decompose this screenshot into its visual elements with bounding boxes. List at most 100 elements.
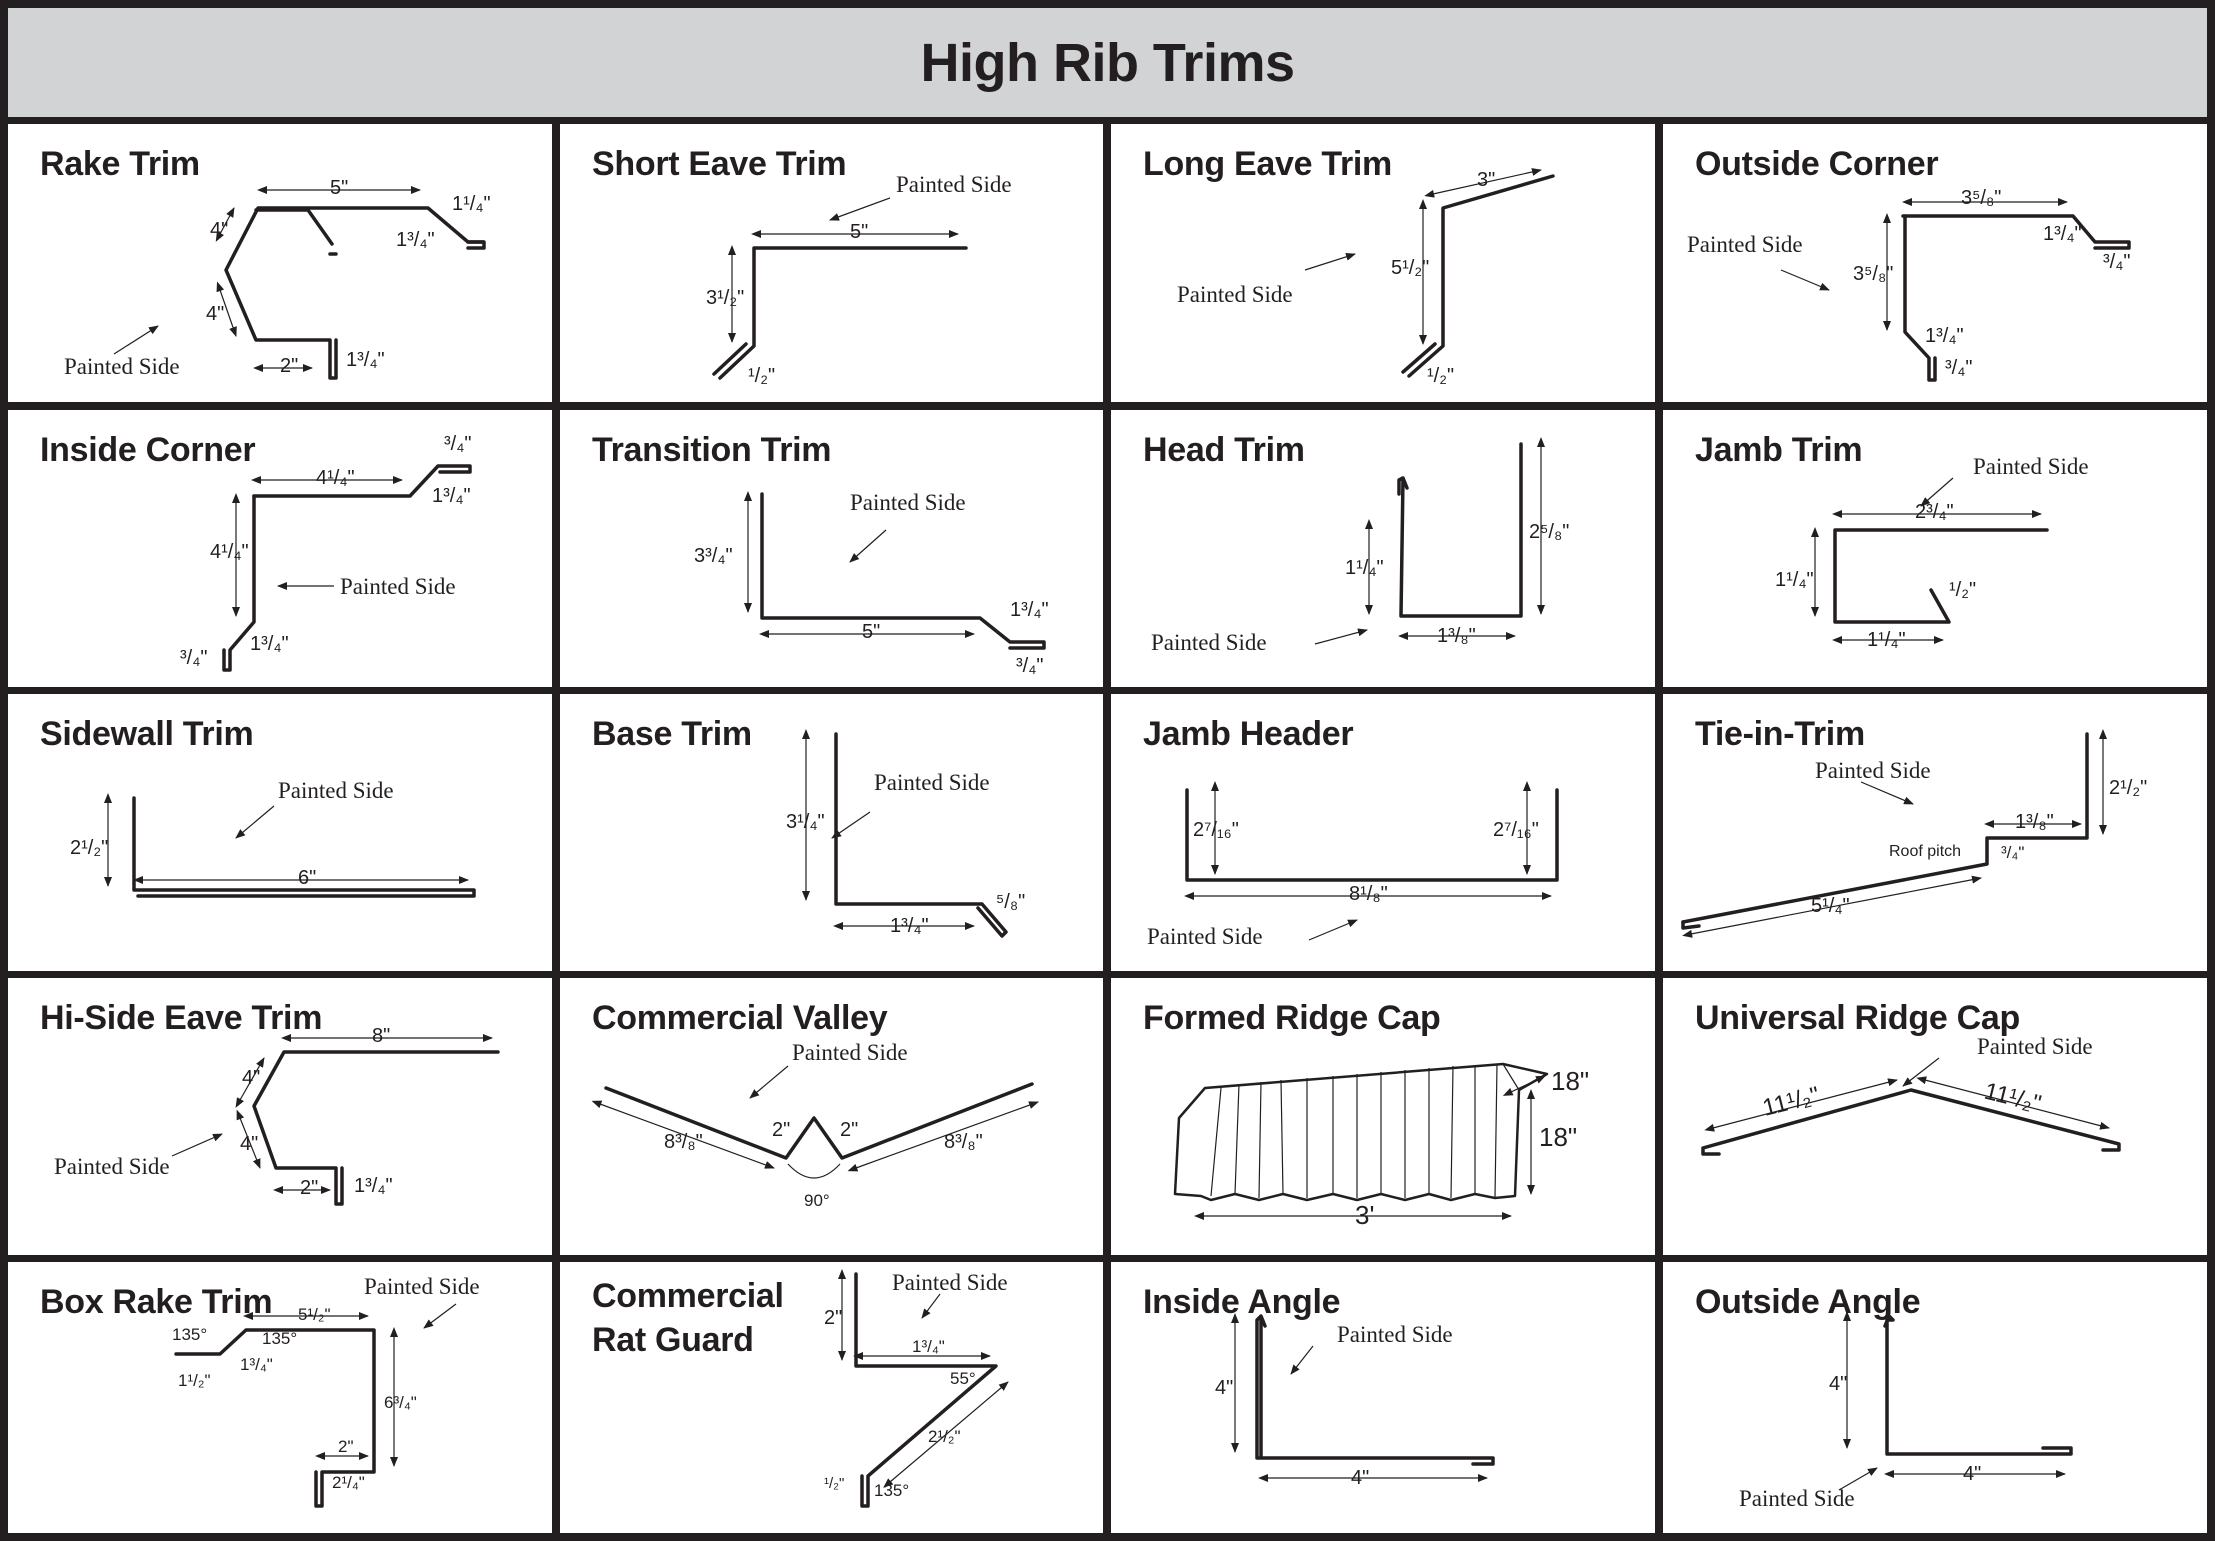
trim-cell-universal-ridge-cap: Universal Ridge Cap 11¹/₂" 11¹/₂" Painte… [1663, 978, 2207, 1255]
dim-label: 3' [1355, 1200, 1374, 1230]
dim-label: 8" [372, 1025, 390, 1047]
painted-side-label: Painted Side [340, 574, 456, 599]
long-eave-trim-diagram: 3" 5¹/₂" ¹/₂" Painted Side [1177, 168, 1555, 387]
dim-label: 1³/₄" [354, 1175, 393, 1197]
header-banner: High Rib Trims [8, 8, 2207, 117]
dim-label: 5" [862, 621, 880, 643]
formed-ridge-cap-diagram: 18" 18" 3' [1173, 1062, 1589, 1230]
dim-label: 4¹/₄" [316, 467, 355, 489]
painted-side-label: Painted Side [1973, 454, 2089, 479]
trim-title: Outside Corner [1695, 145, 1939, 183]
roof-pitch-label: Roof pitch [1889, 843, 1961, 860]
dim-label: 135° [874, 1481, 909, 1500]
dim-label: 4¹/₄" [210, 541, 249, 563]
dim-label: ³/₄" [1016, 655, 1043, 677]
dim-label: 8¹/₈" [1349, 883, 1388, 905]
dim-label: 3¹/₄" [786, 811, 825, 833]
trim-title: Box Rake Trim [40, 1283, 273, 1321]
dim-label: 18" [1551, 1066, 1589, 1096]
dim-label: 1³/₄" [432, 485, 471, 507]
trim-title: Sidewall Trim [40, 715, 254, 753]
universal-ridge-cap-diagram: 11¹/₂" 11¹/₂" Painted Side [1701, 1034, 2121, 1156]
dim-label: 8³/₈" [664, 1131, 703, 1153]
trim-cell-sidewall-trim: Sidewall Trim 2¹/₂" 6" Painted Side [8, 694, 552, 971]
dim-label: 2⁵/₈" [1529, 521, 1569, 543]
dim-label: 3¹/₂" [706, 287, 744, 309]
transition-trim-diagram: 3³/₄" 5" 1³/₄" ³/₄" Painted Side [694, 490, 1049, 677]
outside-angle-diagram: 4" 4" Painted Side [1739, 1311, 2073, 1511]
dim-label: 1¹/₄" [1775, 569, 1814, 591]
commercial-valley-diagram: 8³/₈" 2" 2" 8³/₈" 90° Painted Side [591, 1040, 1039, 1210]
trim-cell-box-rake-trim: Box Rake Trim 5¹/₂" 135° 135° 1³/₄" 1¹/₂… [8, 1262, 552, 1533]
dim-label: 2⁷/₁₆" [1493, 819, 1539, 841]
painted-side-label: Painted Side [1687, 232, 1803, 257]
dim-label: 2" [338, 1437, 354, 1456]
dim-label: 4" [1215, 1377, 1233, 1399]
trim-cell-base-trim: Base Trim 3¹/₄" 1³/₄" ⁵/₈" Painted Side [560, 694, 1103, 971]
dim-label: 5" [330, 177, 348, 199]
dim-label: 6" [298, 867, 316, 889]
head-trim-diagram: 2⁵/₈" 1¹/₄" 1³/₈" Painted Side [1151, 437, 1569, 655]
trim-title: Short Eave Trim [592, 145, 847, 183]
dim-label: 5¹/₄" [1811, 895, 1850, 917]
dim-label: ³/₄" [2001, 843, 2024, 862]
dim-label: ³/₄" [180, 647, 207, 669]
painted-side-label: Painted Side [64, 354, 180, 379]
trim-cell-formed-ridge-cap: Formed Ridge Cap 18" 18" 3' [1111, 978, 1655, 1255]
dim-label: 3⁵/₈" [1961, 187, 2001, 209]
painted-side-label: Painted Side [1977, 1034, 2093, 1059]
trim-cell-transition-trim: Transition Trim 3³/₄" 5" 1³/₄" ³/₄" Pain… [560, 410, 1103, 687]
trim-title: Inside Angle [1143, 1283, 1341, 1321]
dim-label: ³/₄" [1945, 357, 1972, 379]
dim-label: 2¹/₂" [2109, 777, 2147, 799]
dim-label: 1³/₄" [912, 1337, 945, 1356]
base-trim-diagram: 3¹/₄" 1³/₄" ⁵/₈" Painted Side [786, 729, 1025, 938]
dim-label: 4" [242, 1067, 260, 1089]
trim-title: Tie-in-Trim [1695, 715, 1865, 753]
dim-label: 2¹/₄" [332, 1473, 365, 1492]
trim-cell-inside-angle: Inside Angle 4" 4" Painted Side [1111, 1262, 1655, 1533]
trim-cell-commercial-rat-guard: Commercial Rat Guard 2" 1³/₄" 55° 2¹/₂" … [560, 1262, 1103, 1533]
painted-side-label: Painted Side [874, 770, 990, 795]
dim-label: 1³/₄" [1010, 599, 1049, 621]
dim-label: 5" [850, 221, 868, 243]
short-eave-trim-diagram: 5" 3¹/₂" ¹/₂" Painted Side [706, 172, 1012, 387]
dim-label: 2" [824, 1307, 842, 1329]
trim-cell-inside-corner: Inside Corner 4¹/₄" ³/₄" 1³/₄" 4¹/₄" ³/₄… [8, 410, 552, 687]
painted-side-label: Painted Side [1177, 282, 1293, 307]
dim-label: 4" [240, 1133, 258, 1155]
trim-cell-jamb-trim: Jamb Trim 2³/₄" 1¹/₄" ¹/₂" 1¹/₄" Painted… [1663, 410, 2207, 687]
dim-label: 2⁷/₁₆" [1193, 819, 1239, 841]
trim-title: Outside Angle [1695, 1283, 1921, 1321]
dim-label: 5¹/₂" [298, 1305, 330, 1324]
dim-label: 55° [950, 1369, 976, 1388]
trim-cell-outside-angle: Outside Angle 4" 4" Painted Side [1663, 1262, 2207, 1533]
dim-label: 6³/₄" [384, 1393, 417, 1412]
trim-cell-jamb-header: Jamb Header 2⁷/₁₆" 2⁷/₁₆" 8¹/₈" Painted … [1111, 694, 1655, 971]
jamb-header-diagram: 2⁷/₁₆" 2⁷/₁₆" 8¹/₈" Painted Side [1147, 781, 1559, 949]
trim-title: Base Trim [592, 715, 752, 753]
dim-label: ³/₄" [444, 433, 471, 455]
tie-in-trim-diagram: 2¹/₂" 1³/₈" ³/₄" 5¹/₄" Roof pitch Painte… [1681, 729, 2147, 938]
dim-label: 4" [1351, 1467, 1369, 1489]
dim-label: ³/₄" [2103, 251, 2130, 273]
dim-label: ¹/₂" [824, 1475, 844, 1492]
trim-title: Long Eave Trim [1143, 145, 1392, 183]
painted-side-label: Painted Side [364, 1274, 480, 1299]
dim-label: 1³/₄" [890, 915, 929, 937]
dim-label: 4" [210, 219, 228, 241]
dim-label: 2" [840, 1119, 858, 1141]
trim-cell-short-eave-trim: Short Eave Trim 5" 3¹/₂" ¹/₂" Painted Si… [560, 124, 1103, 402]
dim-label: ⁵/₈" [996, 891, 1025, 913]
dim-label: 1³/₄" [240, 1355, 273, 1374]
dim-label: 1³/₄" [2043, 223, 2082, 245]
dim-label: 1³/₄" [396, 229, 435, 251]
trim-cell-hi-side-eave-trim: Hi-Side Eave Trim 8" 4" 4" 2" 1³/₄" Pain… [8, 978, 552, 1255]
trim-title: Head Trim [1143, 431, 1305, 469]
commercial-rat-guard-diagram: 2" 1³/₄" 55° 2¹/₂" ¹/₂" 135° Painted Sid… [824, 1269, 1009, 1508]
dim-label: 135° [172, 1325, 207, 1344]
painted-side-label: Painted Side [278, 778, 394, 803]
painted-side-label: Painted Side [792, 1040, 908, 1065]
trim-title: Jamb Trim [1695, 431, 1863, 469]
dim-label: 5¹/₂" [1391, 257, 1429, 279]
